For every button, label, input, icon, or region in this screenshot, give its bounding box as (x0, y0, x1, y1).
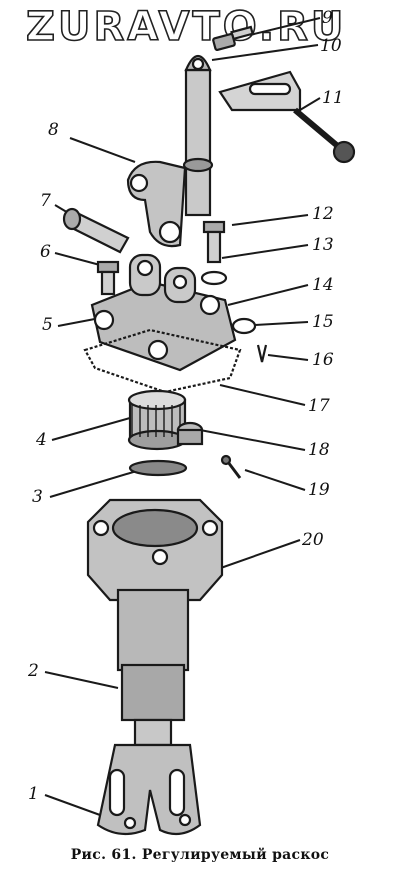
part-6-bolt (96, 260, 120, 296)
leader-15 (254, 321, 309, 326)
leader-19 (244, 469, 306, 491)
callout-14: 14 (312, 275, 334, 295)
leader-8 (69, 137, 136, 163)
leader-14 (227, 284, 309, 306)
part-9-bolt (212, 25, 254, 52)
callout-16: 16 (312, 350, 334, 370)
callout-12: 12 (312, 204, 334, 224)
callout-7: 7 (40, 191, 51, 211)
leader-16 (267, 354, 309, 361)
leader-17 (219, 384, 306, 406)
callout-15: 15 (312, 312, 334, 332)
callout-3: 3 (32, 487, 43, 507)
callout-4: 4 (36, 430, 47, 450)
part-15-washer (231, 317, 257, 335)
part-8-lever (126, 160, 187, 248)
part-12-bolt (202, 220, 226, 264)
callout-17: 17 (308, 396, 330, 416)
watermark-logo: ZURAVTO.RU (25, 3, 347, 51)
callout-2: 2 (28, 661, 39, 681)
part-4-gear (127, 389, 187, 451)
leader-20 (214, 539, 301, 571)
leader-2 (44, 671, 119, 689)
leader-3 (49, 469, 141, 498)
callout-6: 6 (40, 242, 51, 262)
part-16-cotter (256, 344, 268, 363)
callout-18: 18 (308, 440, 330, 460)
part-1-fork (96, 743, 202, 836)
part-13-washer (200, 270, 228, 286)
part-19-screw (220, 454, 242, 479)
part-17-gasket (83, 328, 242, 394)
callout-19: 19 (308, 480, 330, 500)
leader-1 (44, 794, 101, 816)
leader-10 (211, 44, 319, 61)
part-18-small-gear (176, 421, 204, 446)
leader-12 (231, 214, 309, 226)
part-5-cover (90, 253, 237, 372)
part-20-housing (86, 498, 224, 672)
figure-caption: Рис. 61. Регулируемый раскос (70, 847, 330, 863)
callout-11: 11 (322, 88, 344, 108)
callout-10: 10 (320, 36, 342, 56)
leader-11 (299, 97, 321, 111)
callout-20: 20 (302, 530, 324, 550)
leader-13 (221, 244, 309, 259)
leader-18 (199, 429, 306, 451)
callout-1: 1 (28, 784, 39, 804)
callout-9: 9 (322, 8, 333, 28)
leader-5 (57, 317, 101, 327)
callout-5: 5 (42, 315, 53, 335)
part-3-ring (128, 459, 188, 477)
part-2-tube (120, 663, 186, 747)
part-7-pin (62, 207, 130, 254)
leader-4 (51, 417, 131, 441)
callout-13: 13 (312, 235, 334, 255)
part-11-fork (218, 70, 356, 164)
leader-9 (249, 17, 321, 36)
callout-8: 8 (48, 120, 59, 140)
leader-6 (54, 252, 101, 266)
part-10-rod (182, 54, 214, 217)
